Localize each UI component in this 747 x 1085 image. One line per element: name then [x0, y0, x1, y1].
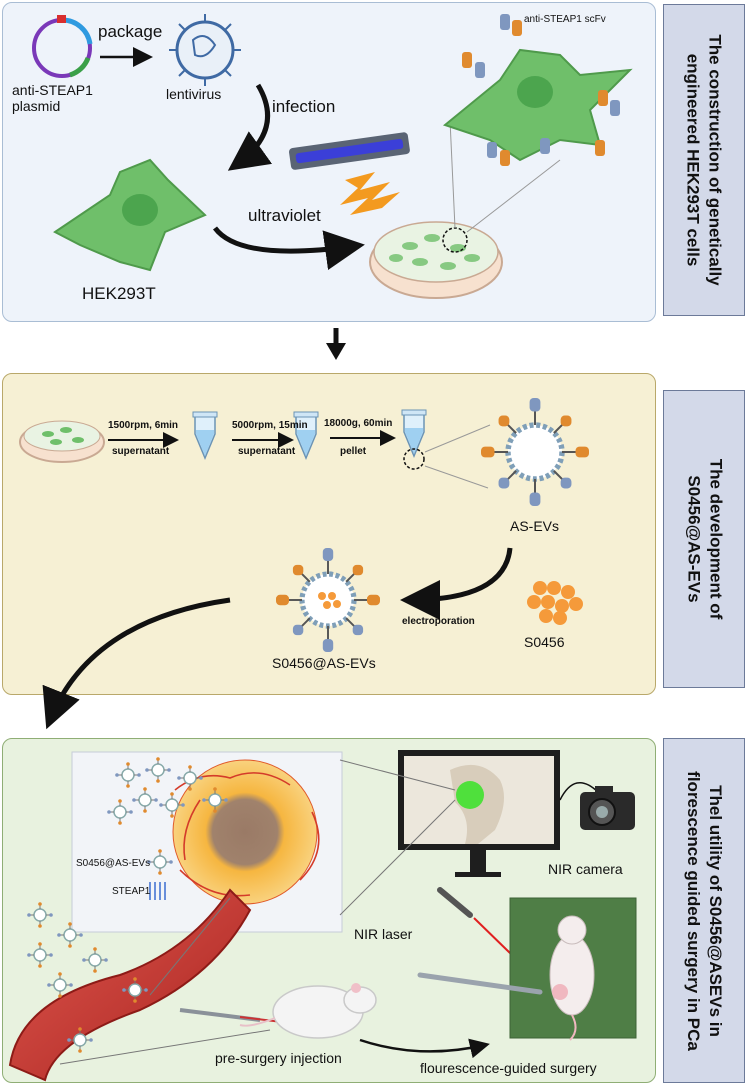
mouse-supine-icon: [549, 934, 595, 1016]
as-ev-icon: [481, 398, 589, 506]
fluorescence-spot: [456, 781, 484, 809]
scalpel-icon: [417, 972, 543, 995]
laser-pen-icon: [437, 887, 473, 918]
product-label: S0456@AS-EVs: [272, 655, 376, 671]
infection-label: infection: [272, 97, 336, 116]
step1-bottom-label: supernatant: [112, 446, 170, 457]
uv-lamp-icon: [289, 132, 410, 170]
legend-evs-label: S0456@AS-EVs: [76, 858, 151, 869]
dish-small: [19, 420, 105, 463]
s0456-ev-icon: [276, 548, 380, 652]
step1-top-label: 1500rpm, 6min: [108, 420, 179, 431]
nir-laser-label: NIR laser: [354, 926, 413, 942]
step2-top-label: 5000rpm, 15min: [232, 420, 308, 431]
uv-rays: [340, 172, 400, 215]
package-label: package: [98, 22, 163, 41]
asevs-label: AS-EVs: [510, 518, 560, 534]
step3-bottom-label: pellet: [340, 446, 367, 457]
surgery-arrow: [359, 1038, 490, 1059]
blood-vessel-icon: [8, 888, 252, 1082]
electroporation-arrow: [400, 547, 513, 620]
petri-dish-icon: [369, 221, 503, 299]
scfv-receptors: [462, 14, 620, 166]
plasmid-segment: [61, 17, 93, 45]
infection-arrow: [227, 83, 273, 171]
ultraviolet-label: ultraviolet: [248, 206, 321, 225]
legend-steap1-label: STEAP1: [112, 886, 151, 897]
scfv-label: anti-STEAP1 scFv: [524, 14, 606, 25]
electroporation-label: electroporation: [402, 616, 475, 627]
s0456-cluster: [527, 581, 583, 625]
injection-label: pre-surgery injection: [215, 1050, 342, 1066]
steap1-icon: [149, 882, 166, 900]
s0456-label: S0456: [524, 634, 565, 650]
hek293t-label: HEK293T: [82, 284, 156, 303]
mouse-icon: [239, 983, 377, 1039]
lentivirus-icon: [169, 14, 241, 86]
tube-1: [192, 411, 218, 459]
step3-top-label: 18000g, 60min: [324, 418, 393, 429]
ultraviolet-arrow: [212, 226, 365, 270]
down-arrow: [326, 343, 346, 360]
transition-arrow: [42, 597, 231, 730]
tube-2: [293, 411, 319, 459]
step2-bottom-label: supernatant: [238, 446, 296, 457]
surgery-label: flourescence-guided surgery: [420, 1060, 597, 1076]
camera-icon: [580, 786, 635, 830]
lentivirus-label: lentivirus: [166, 86, 222, 102]
nir-camera-label: NIR camera: [548, 861, 623, 877]
